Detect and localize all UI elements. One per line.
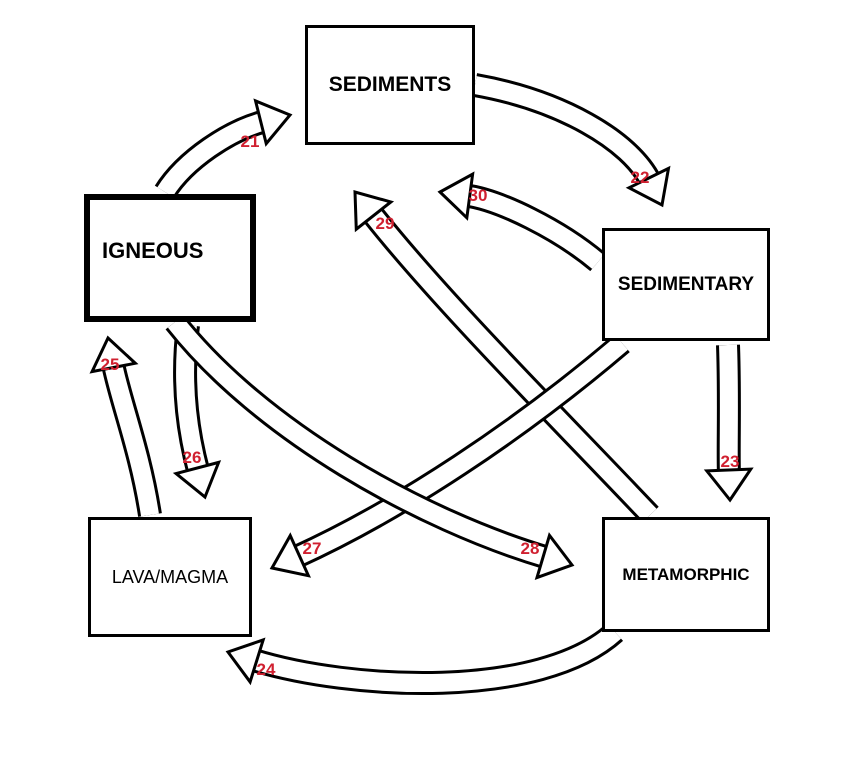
arrow-29 bbox=[353, 190, 659, 524]
arrow-30 bbox=[437, 171, 606, 272]
box-metamorphic: METAMORPHIC bbox=[602, 517, 770, 632]
arrow-25-head bbox=[89, 335, 139, 374]
box-igneous: IGNEOUS bbox=[84, 194, 256, 322]
arrow-label-26: 26 bbox=[182, 448, 202, 467]
arrow-label-30: 30 bbox=[468, 186, 488, 205]
arrow-28 bbox=[165, 314, 575, 580]
box-sediments-label: SEDIMENTS bbox=[328, 73, 452, 96]
arrow-30-head bbox=[437, 171, 475, 221]
arrow-28-head bbox=[534, 532, 575, 580]
arrow-27-head bbox=[269, 532, 311, 578]
box-lava-magma-label: LAVA/MAGMA bbox=[111, 566, 229, 587]
arrow-27-shaft bbox=[291, 336, 628, 566]
arrow-24-head bbox=[225, 637, 266, 686]
arrow-22-head bbox=[625, 165, 671, 208]
arrow-27 bbox=[269, 333, 630, 578]
box-sediments: SEDIMENTS bbox=[305, 25, 475, 145]
arrow-label-29: 29 bbox=[375, 214, 395, 233]
arrow-label-28: 28 bbox=[520, 539, 540, 558]
arrow-label-23: 23 bbox=[720, 452, 740, 471]
arrow-23-head bbox=[703, 467, 754, 503]
arrow-21-shaft bbox=[157, 112, 268, 198]
box-sedimentary: SEDIMENTARY bbox=[602, 228, 770, 341]
arrow-label-25: 25 bbox=[100, 355, 120, 374]
arrow-29-shaft bbox=[364, 206, 657, 522]
arrow-25 bbox=[89, 335, 162, 517]
arrow-24 bbox=[225, 622, 624, 696]
arrow-21-head bbox=[253, 98, 293, 147]
arrow-21 bbox=[154, 98, 293, 199]
box-lava-magma: LAVA/MAGMA bbox=[88, 517, 252, 637]
arrow-28-shaft bbox=[167, 316, 550, 567]
arrow-label-22: 22 bbox=[630, 168, 650, 187]
box-igneous-label: IGNEOUS bbox=[102, 238, 204, 263]
arrow-label-24: 24 bbox=[256, 660, 276, 679]
box-metamorphic-label: METAMORPHIC bbox=[622, 564, 750, 584]
arrow-25-shaft bbox=[104, 361, 159, 517]
arrow-23-shaft bbox=[719, 344, 738, 475]
arrow-label-27: 27 bbox=[302, 539, 322, 558]
arrow-30-shaft bbox=[464, 186, 604, 269]
arrow-23 bbox=[703, 344, 754, 503]
arrow-label-21: 21 bbox=[240, 132, 260, 151]
arrow-29-head bbox=[353, 190, 395, 233]
arrow-22-shaft bbox=[473, 76, 659, 187]
box-sedimentary-label: SEDIMENTARY bbox=[617, 273, 755, 295]
arrow-24-shaft bbox=[250, 625, 622, 693]
arrow-26-head bbox=[172, 460, 222, 500]
arrow-22 bbox=[472, 73, 671, 208]
